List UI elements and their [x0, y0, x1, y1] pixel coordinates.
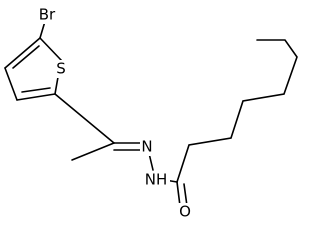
bond-c2-c3 — [16, 93, 56, 101]
octyl-zigzag — [176, 39, 298, 183]
atom-br: Br — [39, 6, 56, 24]
alkyl-chain — [176, 39, 298, 183]
bond-c2-ca — [54, 93, 115, 144]
structure-diagram: Br S N NH O — [4, 6, 298, 221]
bond-co-o-double — [183, 183, 188, 207]
thiophene-ring — [4, 17, 62, 101]
bond-ca-methyl — [71, 142, 115, 161]
hydrazone-chain — [54, 93, 188, 207]
atom-labels: Br S N NH O — [36, 6, 192, 221]
bond-c5-s — [39, 37, 62, 61]
bond-c3-c4 — [4, 67, 18, 101]
bond-c4-c5 — [4, 37, 41, 69]
bond-co-o — [176, 181, 181, 207]
atom-n: N — [141, 138, 152, 156]
bond-c2-c3-inner — [21, 87, 51, 93]
molecule-canvas: Br S N NH O — [4, 5, 298, 221]
atom-o: O — [179, 203, 191, 221]
atom-nh: NH — [145, 171, 168, 189]
bond-c4-c5-inner — [12, 45, 40, 69]
atom-s: S — [56, 60, 66, 78]
